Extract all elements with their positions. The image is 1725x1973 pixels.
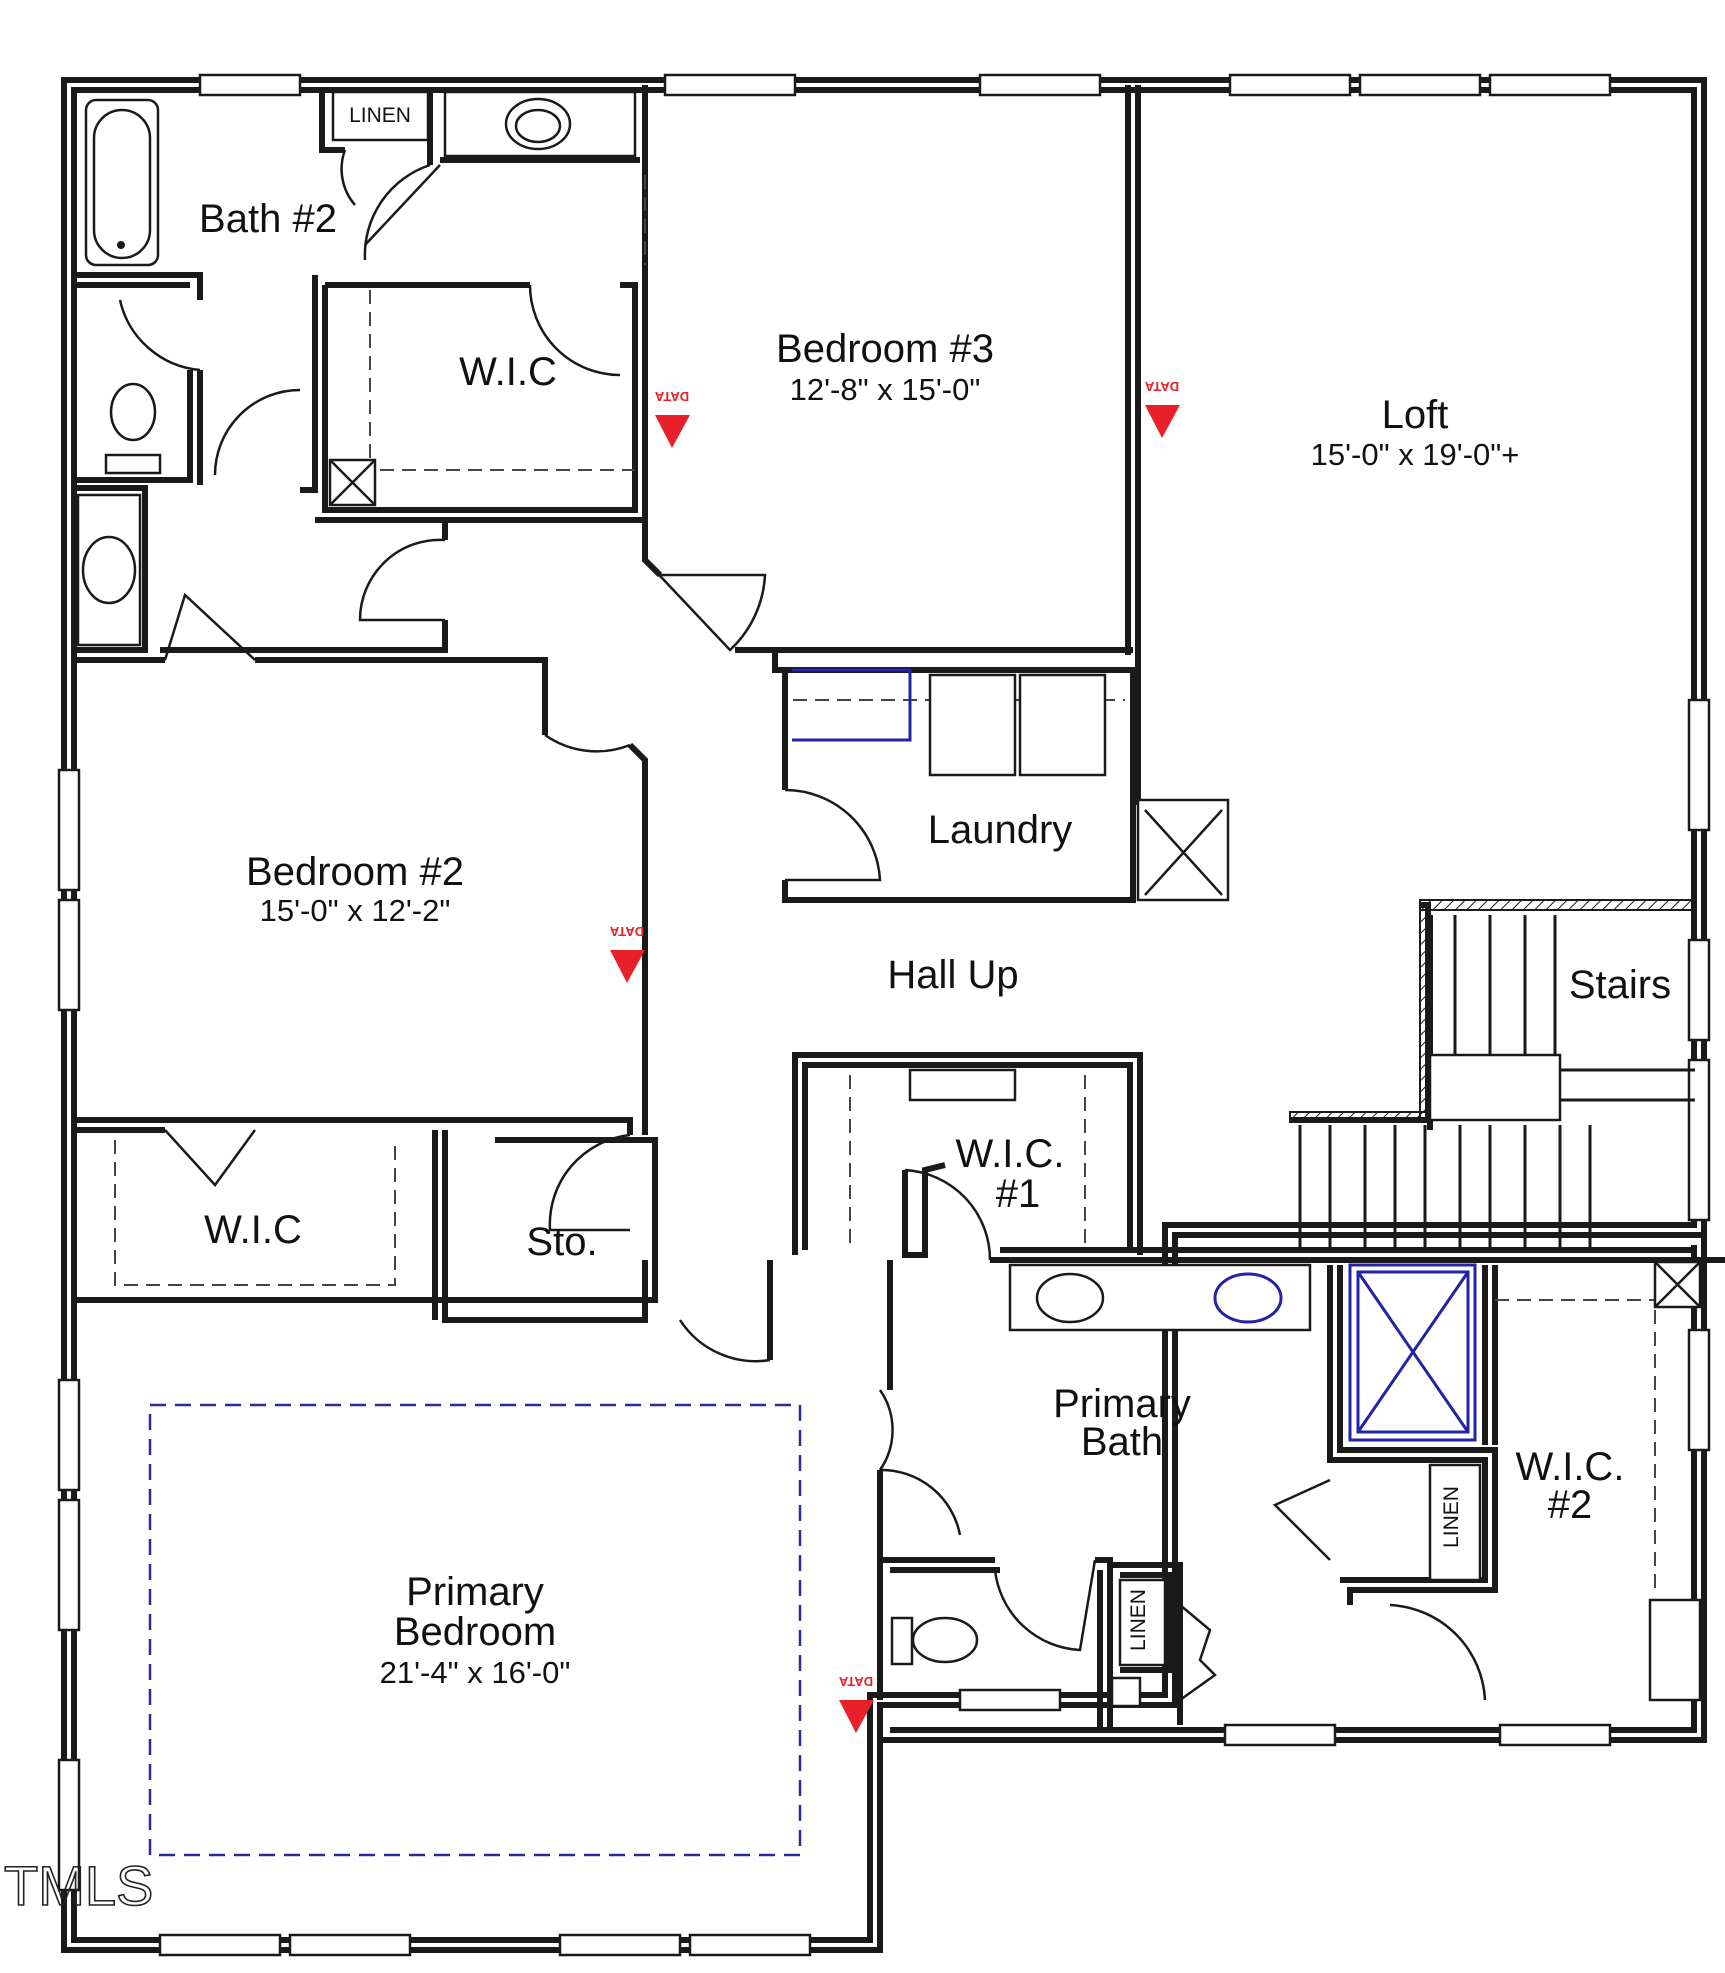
sink-icon	[1035, 1272, 1105, 1324]
wic2-label-line1: W.I.C.	[1516, 1445, 1625, 1489]
primary-bath-label-line2: Bath	[1081, 1420, 1163, 1464]
shower-icon	[1348, 1263, 1477, 1442]
bedroom3-dims: 12'-8" x 15'-0"	[790, 372, 981, 407]
linen-shelf-icon	[331, 90, 430, 142]
wic1-label-line1: W.I.C.	[956, 1132, 1065, 1176]
storage-label: Sto.	[526, 1220, 597, 1264]
windows	[57, 73, 1711, 1957]
data-markers: DATA DATA DATA DATA	[609, 379, 1180, 1733]
wic-upper-label: W.I.C	[459, 350, 557, 394]
watermark: TMLS	[4, 1854, 153, 1917]
sink-icon	[1213, 1272, 1283, 1324]
stairs-treads	[1298, 915, 1695, 1250]
data-marker-label: DATA	[609, 924, 644, 939]
toilet-icon	[109, 382, 157, 442]
loft-dims: 15'-0" x 19'-0"+	[1311, 437, 1520, 472]
primary-bedroom-label-line1: Primary	[406, 1570, 544, 1614]
primary-bath-label-line1: Primary	[1053, 1382, 1191, 1426]
data-marker: DATA	[1144, 379, 1180, 438]
bath2-label: Bath #2	[199, 197, 337, 241]
dryer-icon	[1018, 673, 1107, 777]
data-marker: DATA	[609, 924, 645, 983]
wic-left-label: W.I.C	[204, 1208, 302, 1252]
linen-shelf-icon	[1428, 1463, 1482, 1582]
primary-bedroom-label-line2: Bedroom	[394, 1610, 556, 1654]
toilet-icon	[911, 1616, 979, 1664]
linen-bath-label: LINEN	[1440, 1486, 1463, 1548]
hall-label: Hall Up	[887, 953, 1018, 997]
room-labels: Bath #2 LINEN W.I.C Bedroom #3 12'-8" x …	[199, 104, 1671, 1690]
bedroom3-label: Bedroom #3	[776, 327, 994, 371]
sink-icon	[81, 535, 137, 605]
wic1-label-line2: #1	[996, 1172, 1041, 1216]
bedroom2-dims: 15'-0" x 12'-2"	[260, 893, 451, 928]
stairs-label: Stairs	[1569, 963, 1671, 1007]
wic2-label-line2: #2	[1548, 1483, 1593, 1527]
doors	[118, 149, 1487, 1702]
fixtures	[76, 90, 1702, 1708]
laundry-label: Laundry	[928, 808, 1073, 852]
data-marker: DATA	[654, 389, 690, 448]
washer-icon	[928, 673, 1017, 777]
linen-shelf-icon	[1118, 1578, 1167, 1667]
linen-hall-label: LINEN	[1127, 1589, 1150, 1651]
data-marker-label: DATA	[838, 1674, 873, 1689]
linen-top-label: LINEN	[349, 104, 411, 127]
bedroom2-label: Bedroom #2	[246, 850, 464, 894]
data-marker-label: DATA	[1144, 379, 1179, 394]
loft-label: Loft	[1382, 393, 1449, 437]
data-marker: DATA	[838, 1674, 874, 1733]
data-marker-label: DATA	[654, 389, 689, 404]
primary-bedroom-dims: 21'-4" x 16'-0"	[380, 1655, 571, 1690]
